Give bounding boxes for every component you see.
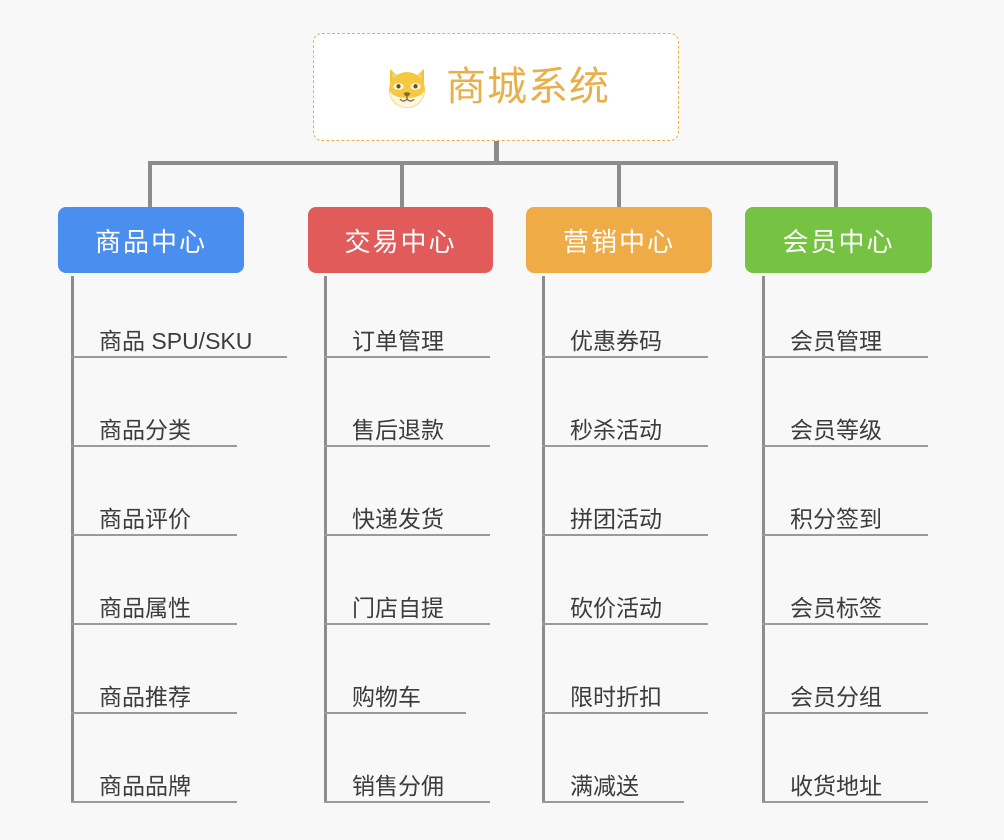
leaf-item[interactable]: 商品评价 [71, 490, 237, 536]
leaf-item[interactable]: 会员管理 [762, 312, 928, 358]
category-header-marketing-center[interactable]: 营销中心 [526, 207, 712, 273]
connector-drop-trade-center [400, 161, 404, 209]
leaf-label: 商品分类 [99, 416, 191, 443]
connector-horizontal-bus [150, 161, 838, 165]
leaf-label: 收货地址 [790, 772, 882, 799]
leaf-item[interactable]: 商品分类 [71, 401, 237, 447]
leaf-item[interactable]: 门店自提 [324, 579, 490, 625]
leaf-label: 满减送 [570, 772, 639, 799]
leaf-label: 商品推荐 [99, 683, 191, 710]
category-header-trade-center[interactable]: 交易中心 [308, 207, 493, 273]
leaf-item[interactable]: 收货地址 [762, 757, 928, 803]
shiba-dog-face-icon [382, 63, 432, 113]
leaf-label: 商品评价 [99, 505, 191, 532]
root-title: 商城系统 [446, 65, 610, 109]
leaf-item[interactable]: 商品属性 [71, 579, 237, 625]
leaf-label: 砍价活动 [570, 594, 662, 621]
leaf-item[interactable]: 商品 SPU/SKU [71, 312, 287, 358]
leaf-item[interactable]: 砍价活动 [542, 579, 708, 625]
leaf-label: 会员等级 [790, 416, 882, 443]
leaf-item[interactable]: 商品推荐 [71, 668, 237, 714]
leaf-label: 会员标签 [790, 594, 882, 621]
leaf-label: 购物车 [352, 683, 421, 710]
leaf-label: 限时折扣 [570, 683, 662, 710]
leaf-item[interactable]: 优惠券码 [542, 312, 708, 358]
leaf-label: 商品属性 [99, 594, 191, 621]
connector-spine-trade-center [324, 276, 327, 801]
leaf-item[interactable]: 限时折扣 [542, 668, 708, 714]
connector-spine-member-center [762, 276, 765, 801]
connector-root-stem [494, 141, 499, 164]
leaf-label: 门店自提 [352, 594, 444, 621]
leaf-item[interactable]: 会员等级 [762, 401, 928, 447]
leaf-item[interactable]: 销售分佣 [324, 757, 490, 803]
leaf-item[interactable]: 售后退款 [324, 401, 490, 447]
leaf-item[interactable]: 快递发货 [324, 490, 490, 536]
leaf-label: 会员分组 [790, 683, 882, 710]
leaf-label: 会员管理 [790, 327, 882, 354]
root-node-shop-system[interactable]: 商城系统 [313, 33, 679, 141]
connector-drop-product-center [148, 161, 152, 209]
connector-spine-marketing-center [542, 276, 545, 801]
category-title: 营销中心 [562, 226, 675, 257]
category-title: 交易中心 [344, 226, 457, 257]
category-title: 商品中心 [94, 226, 207, 257]
leaf-item[interactable]: 订单管理 [324, 312, 490, 358]
leaf-label: 订单管理 [352, 327, 444, 354]
leaf-label: 快递发货 [352, 505, 444, 532]
leaf-item[interactable]: 秒杀活动 [542, 401, 708, 447]
leaf-label: 秒杀活动 [570, 416, 662, 443]
leaf-label: 拼团活动 [570, 505, 662, 532]
leaf-label: 商品品牌 [99, 772, 191, 799]
connector-spine-product-center [71, 276, 74, 801]
leaf-item[interactable]: 积分签到 [762, 490, 928, 536]
leaf-label: 商品 SPU/SKU [99, 327, 253, 354]
leaf-label: 销售分佣 [352, 772, 444, 799]
category-header-product-center[interactable]: 商品中心 [58, 207, 244, 273]
leaf-item[interactable]: 拼团活动 [542, 490, 708, 536]
leaf-label: 售后退款 [352, 416, 444, 443]
leaf-item[interactable]: 满减送 [542, 757, 684, 803]
leaf-item[interactable]: 商品品牌 [71, 757, 237, 803]
leaf-item[interactable]: 会员分组 [762, 668, 928, 714]
leaf-item[interactable]: 会员标签 [762, 579, 928, 625]
leaf-label: 优惠券码 [570, 327, 662, 354]
leaf-item[interactable]: 购物车 [324, 668, 466, 714]
leaf-label: 积分签到 [790, 505, 882, 532]
connector-drop-member-center [834, 161, 838, 209]
category-header-member-center[interactable]: 会员中心 [745, 207, 932, 273]
connector-drop-marketing-center [617, 161, 621, 209]
category-title: 会员中心 [782, 226, 895, 257]
